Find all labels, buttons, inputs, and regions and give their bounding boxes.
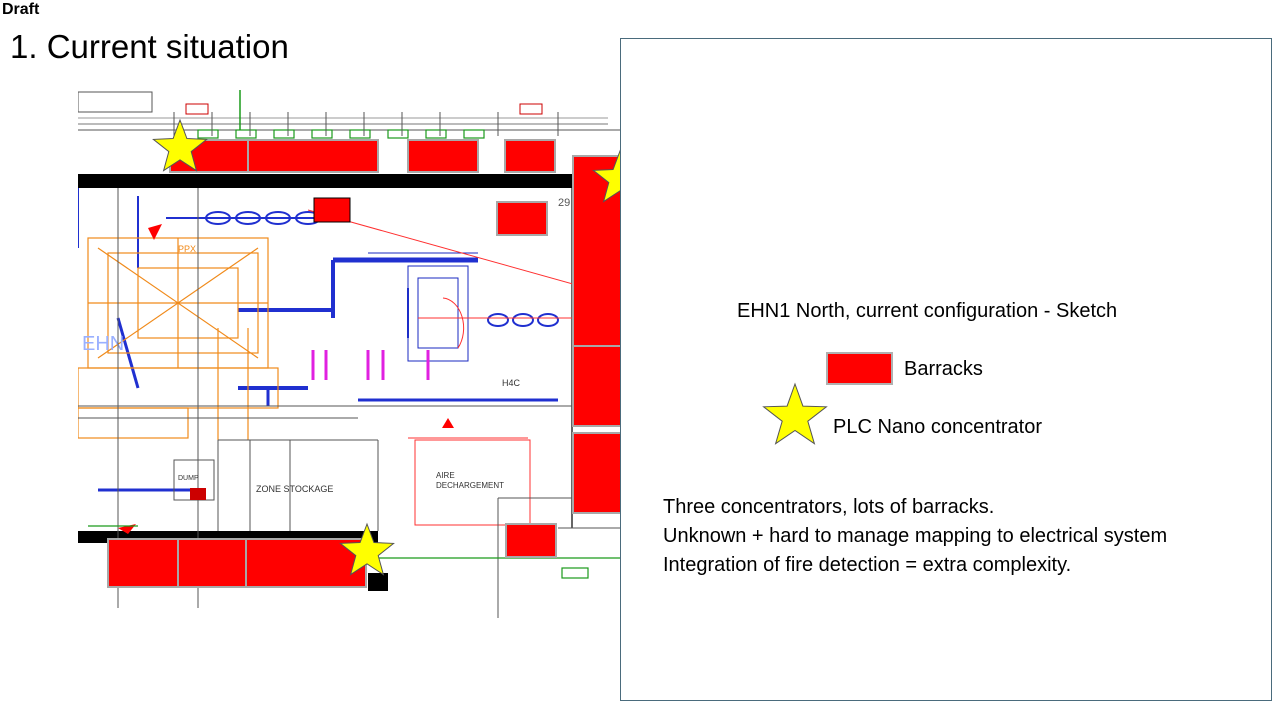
note-line: Three concentrators, lots of barracks. [663,496,995,518]
barrack [505,523,557,558]
label-aire: AIRE [436,471,455,480]
label-ppx: PPX [178,244,196,254]
barrack [247,139,379,173]
barracks-swatch [826,352,893,385]
star-concentrator [152,118,208,172]
barrack [407,139,479,173]
floor-plan: 29 PPX EHN [78,90,623,618]
barrack [572,432,622,514]
note-line: Unknown + hard to manage mapping to elec… [663,525,1168,547]
barrack [496,201,548,236]
barrack [177,538,247,588]
label-dump: DUMP [178,475,199,482]
label-29: 29 [558,197,570,209]
legend-panel [620,38,1272,701]
label-h4c: H4C [502,378,521,388]
barrack [572,345,622,427]
barrack [504,139,556,173]
legend-title: EHN1 North, current configuration - Sket… [737,300,1118,322]
page-title: 1. Current situation [10,28,289,65]
label-dechargement: DECHARGEMENT [436,481,504,490]
notes: Three concentrators, lots of barracks. U… [663,493,1167,580]
barracks-label: Barracks [904,358,983,380]
concentrator-label: PLC Nano concentrator [833,416,1043,438]
star-concentrator [339,522,395,576]
label-ehn: EHN [82,333,124,355]
barrack [107,538,179,588]
note-line: Integration of fire detection = extra co… [663,554,1072,576]
draft-label: Draft [2,1,40,18]
label-zone-stockage: ZONE STOCKAGE [256,484,333,494]
star-icon [762,382,828,445]
